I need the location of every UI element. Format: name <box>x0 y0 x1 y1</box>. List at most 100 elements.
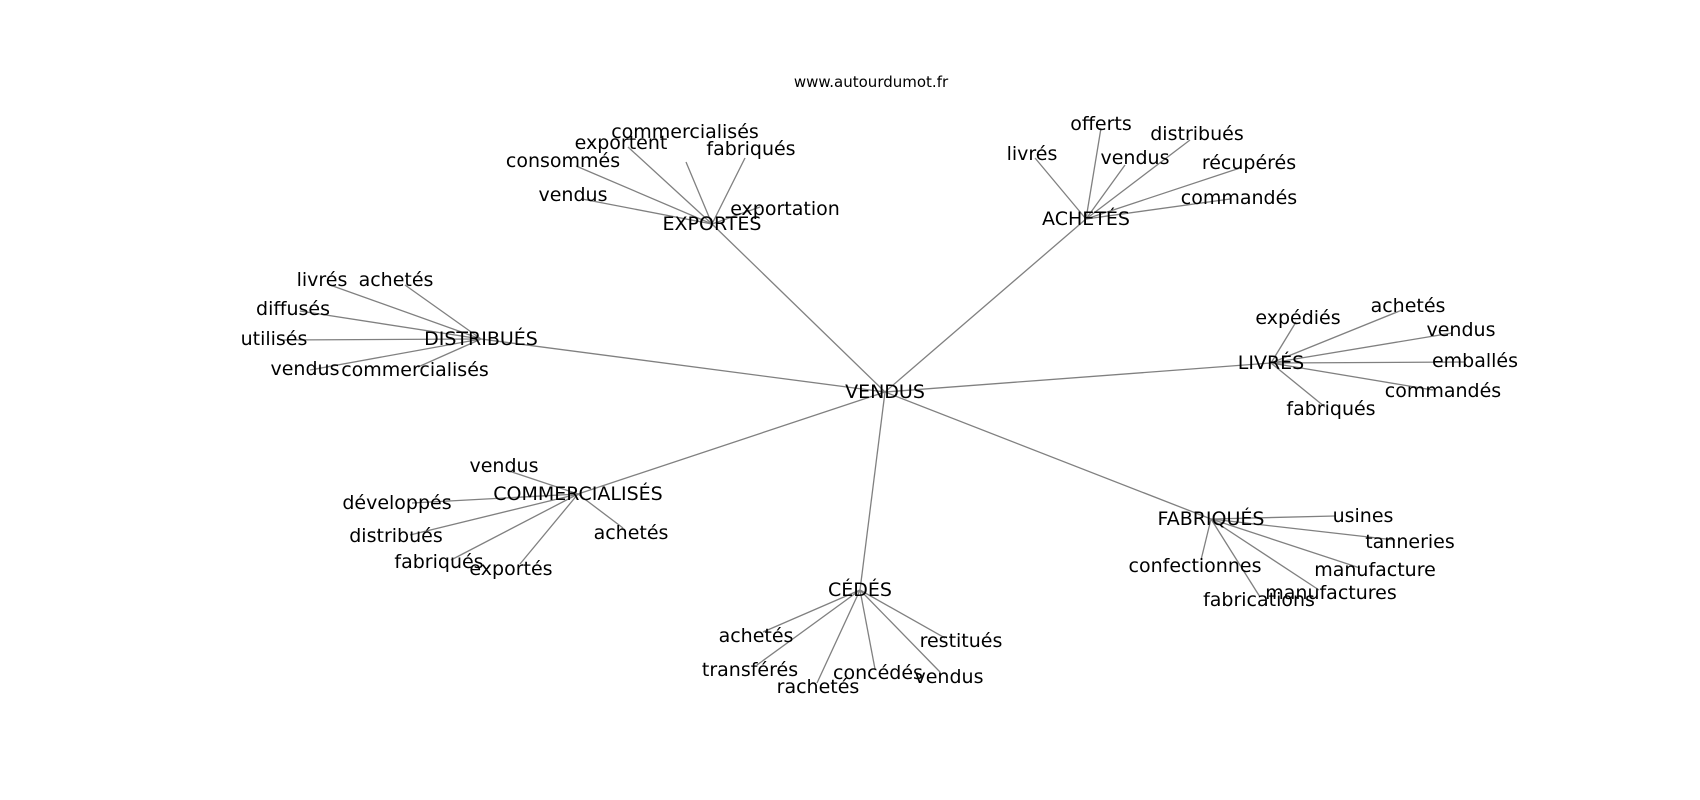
leaf-node-label: diffusés <box>256 298 330 320</box>
leaf-node-label: manufactures <box>1265 582 1397 604</box>
edge-hub-3-leaf-2 <box>404 284 482 340</box>
edge-hub-7-leaf-3 <box>756 589 861 666</box>
leaf-node-label: vendus <box>271 358 340 380</box>
leaf-node-label: commandés <box>1385 380 1501 402</box>
hub-node-label: ACHETÉS <box>1042 207 1130 230</box>
edge-hub-4-leaf-2 <box>1270 309 1403 364</box>
edge-hub-1-leaf-3 <box>711 157 746 225</box>
leaf-node-label: distribués <box>349 525 442 547</box>
edge-hub-3-leaf-3 <box>299 310 482 340</box>
edge-hub-5-leaf-1 <box>505 469 579 495</box>
edge-hub-7-leaf-5 <box>859 589 941 673</box>
leaf-node-label: distribués <box>1150 123 1243 145</box>
edge-hub-5-leaf-6 <box>519 493 579 565</box>
edge-hub-6-leaf-3 <box>1200 518 1212 561</box>
edge-hub-2-leaf-6 <box>1085 198 1231 220</box>
edge-hub-5-leaf-3 <box>409 493 579 536</box>
hub-node-label: EXPORTÉS <box>663 212 762 235</box>
leaf-node-label: manufacture <box>1314 559 1436 581</box>
edge-center-hub-5 <box>577 391 886 495</box>
leaf-node-label: récupérés <box>1202 152 1296 174</box>
edge-hub-4-leaf-4 <box>1270 361 1466 364</box>
edge-hub-2-leaf-5 <box>1085 167 1241 220</box>
edge-hub-4-leaf-6 <box>1270 362 1326 408</box>
edge-hub-2-leaf-2 <box>1085 139 1191 220</box>
leaf-node-label: achetés <box>594 522 669 544</box>
edge-hub-6-leaf-1 <box>1210 515 1336 520</box>
leaf-node-label: utilisés <box>241 328 308 350</box>
leaf-node-label: rachetés <box>777 676 860 698</box>
edge-hub-1-leaf-2 <box>627 146 713 225</box>
leaf-node-label: vendus <box>470 455 539 477</box>
leaf-node-label: expédiés <box>1255 307 1340 329</box>
hub-node-label: COMMERCIALISÉS <box>493 482 662 505</box>
edge-hub-7-leaf-4 <box>859 589 876 670</box>
edge-hub-3-leaf-4 <box>279 338 482 341</box>
edge-hub-5-leaf-5 <box>450 493 579 561</box>
edge-hub-5-leaf-2 <box>411 493 579 504</box>
edge-hub-1-leaf-4 <box>575 165 713 225</box>
leaf-node-label: fabriqués <box>706 138 795 160</box>
leaf-node-label: développés <box>342 492 451 514</box>
edge-hub-6-leaf-4 <box>1210 518 1361 569</box>
edge-hub-6-leaf-5 <box>1210 518 1320 591</box>
leaf-node-label: restitués <box>920 630 1003 652</box>
leaf-node-label: fabriqués <box>1286 398 1375 420</box>
edge-center-hub-6 <box>884 391 1212 520</box>
edge-hub-7-leaf-6 <box>816 589 861 684</box>
edge-hub-6-leaf-2 <box>1210 518 1396 541</box>
leaf-node-label: vendus <box>539 184 608 206</box>
leaf-node-label: offerts <box>1070 113 1132 135</box>
edge-hub-1-leaf-5 <box>581 198 713 225</box>
edge-hub-1-leaf-1 <box>685 161 713 225</box>
leaf-node-label: vendus <box>915 666 984 688</box>
leaf-node-label: achetés <box>719 625 794 647</box>
edge-center-hub-4 <box>884 362 1272 393</box>
leaf-node-label: vendus <box>1427 319 1496 341</box>
leaf-node-label: fabriqués <box>394 551 483 573</box>
edge-hub-4-leaf-1 <box>1270 321 1297 364</box>
edge-hub-7-leaf-1 <box>762 589 861 633</box>
edge-hub-2-leaf-1 <box>1085 127 1102 220</box>
edge-hub-6-leaf-6 <box>1210 518 1261 598</box>
leaf-node-label: commercialisés <box>611 121 759 143</box>
leaf-node-label: achetés <box>1371 295 1446 317</box>
leaf-node-label: transférés <box>702 659 798 681</box>
edge-hub-3-leaf-5 <box>309 338 482 371</box>
leaf-node-label: vendus <box>1101 147 1170 169</box>
leaf-node-label: exportent <box>575 132 668 154</box>
edge-center-hub-2 <box>884 218 1087 393</box>
edge-center-hub-1 <box>711 223 886 393</box>
edge-hub-2-leaf-4 <box>1085 164 1126 220</box>
hub-node-label: FABRIQUÉS <box>1158 507 1265 530</box>
leaf-node-label: commandés <box>1181 187 1297 209</box>
edge-hub-3-leaf-6 <box>417 338 482 368</box>
leaf-node-label: livrés <box>1007 143 1058 165</box>
edge-hub-4-leaf-5 <box>1270 362 1434 391</box>
leaf-node-label: exportation <box>730 198 840 220</box>
edges-layer <box>279 127 1466 684</box>
edge-hub-4-leaf-3 <box>1270 332 1453 364</box>
leaf-node-label: concédés <box>833 662 923 684</box>
edge-hub-5-leaf-4 <box>577 493 624 529</box>
edge-center-hub-7 <box>859 391 886 591</box>
leaf-node-label: exportés <box>469 558 552 580</box>
edge-hub-3-leaf-1 <box>329 284 482 340</box>
edge-hub-1-leaf-6 <box>711 206 761 225</box>
hub-node-label: CÉDÉS <box>828 578 892 601</box>
edge-hub-7-leaf-2 <box>859 589 946 639</box>
leaf-node-label: tanneries <box>1365 531 1455 553</box>
leaf-node-label: livrés <box>297 269 348 291</box>
leaf-node-label: confectionnes <box>1129 555 1262 577</box>
center-node-label: VENDUS <box>845 381 925 403</box>
watermark-text: www.autourdumot.fr <box>794 73 949 91</box>
leaf-node-label: emballés <box>1432 350 1518 372</box>
leaf-node-label: usines <box>1333 505 1394 527</box>
hub-node-label: LIVRÉS <box>1238 351 1304 374</box>
edge-hub-2-leaf-3 <box>1034 157 1087 220</box>
leaf-node-label: achetés <box>359 269 434 291</box>
edge-center-hub-3 <box>480 338 886 393</box>
leaf-node-label: commercialisés <box>341 359 489 381</box>
